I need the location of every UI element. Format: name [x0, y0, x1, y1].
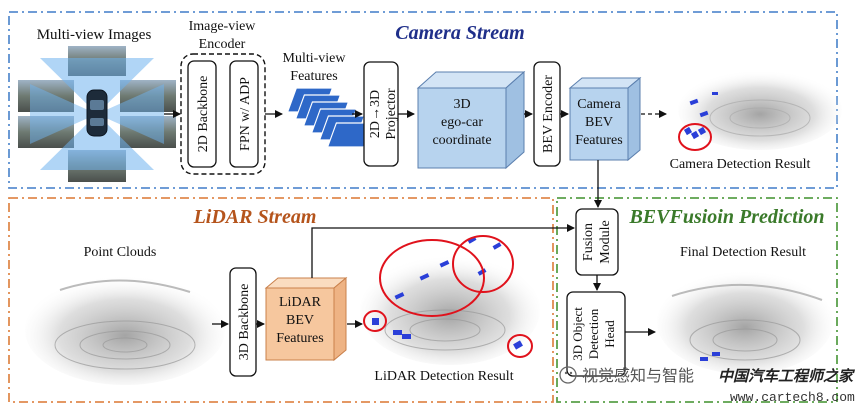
features-label-line1: Multi-view — [283, 51, 347, 66]
camera-bev-label-line3: Features — [575, 133, 622, 148]
fpn-adp-label: FPN w/ ADP — [238, 77, 253, 151]
image-view-encoder-group — [180, 53, 266, 175]
2d-backbone-block — [187, 60, 217, 168]
projector-label-line1: 2D→3D — [368, 90, 383, 138]
2d-backbone-label: 2D Backbone — [196, 76, 211, 153]
detection-head-label-line1: 3D Object — [570, 307, 585, 361]
projector-label-line2: Projector — [384, 88, 399, 140]
camera-detection-result-label: Camera Detection Result — [670, 157, 811, 172]
input-point-cloud — [25, 275, 225, 385]
fusion-module-label-line1: Fusion — [581, 223, 596, 261]
multi-view-images-label: Multi-view Images — [37, 27, 152, 43]
final-detection-point-cloud — [657, 270, 833, 374]
lidar-bev-label-line3: Features — [276, 331, 323, 346]
point-clouds-label: Point Clouds — [84, 245, 157, 260]
lidar-highlight-circle-left — [363, 310, 387, 332]
lidar-bev-features-cube — [264, 276, 348, 362]
multi-view-features-stack — [286, 87, 374, 148]
ego-car-icon — [86, 89, 108, 137]
encoder-title-line2: Encoder — [199, 37, 246, 52]
lidar-detection-result-label: LiDAR Detection Result — [374, 369, 513, 384]
camera-stream-title: Camera Stream — [395, 22, 524, 44]
detection-head-block — [566, 291, 626, 377]
fusion-stream-title: BEVFusioin Prediction — [628, 206, 824, 228]
encoder-title-line1: Image-view — [189, 19, 257, 34]
fusion-stream-frame — [556, 197, 838, 403]
watermark: 视觉感知与智能 中国汽车工程师之家 www.cartech8.com — [559, 366, 856, 405]
lidar-highlight-circle-medium — [452, 235, 514, 293]
multi-view-images — [18, 46, 176, 182]
wechat-icon — [559, 366, 577, 384]
detection-head-label-line2: Detection — [586, 308, 601, 359]
detection-head-label-line3: Head — [602, 320, 617, 348]
arrow-lidar-bev-to-fusion — [311, 224, 575, 278]
lidar-detection-point-cloud — [360, 236, 540, 365]
camera-result-highlight-circle — [678, 123, 712, 151]
features-label-line2: Features — [290, 69, 337, 84]
lidar-bev-label-line1: LiDAR — [279, 295, 322, 310]
lidar-stream-title: LiDAR Stream — [193, 206, 317, 228]
cube-label-line2: ego-car — [441, 115, 483, 130]
camera-bev-label-line1: Camera — [577, 97, 621, 112]
lidar-bev-label-line2: BEV — [286, 313, 314, 328]
cube-label-line1: 3D — [453, 97, 470, 112]
watermark-brand: 中国汽车工程师之家 — [718, 367, 856, 385]
ego-car-coordinate-cube — [416, 70, 526, 170]
watermark-url: www.cartech8.com — [730, 390, 855, 405]
3d-backbone-label: 3D Backbone — [237, 284, 252, 361]
cube-label-line3: coordinate — [432, 133, 491, 148]
camera-detection-point-cloud — [678, 70, 842, 150]
final-detection-result-label: Final Detection Result — [680, 245, 806, 260]
fusion-module-label-line2: Module — [598, 220, 613, 264]
watermark-text: 视觉感知与智能 — [582, 366, 694, 385]
lidar-highlight-circle-large — [379, 239, 485, 317]
bev-encoder-label: BEV Encoder — [541, 75, 556, 153]
camera-bev-label-line2: BEV — [585, 115, 613, 130]
camera-bev-features-cube — [568, 76, 642, 162]
lidar-highlight-circle-right — [507, 334, 533, 358]
lidar-stream-frame — [8, 197, 554, 403]
3d-backbone-block — [229, 267, 257, 377]
fpn-adp-block — [229, 60, 259, 168]
